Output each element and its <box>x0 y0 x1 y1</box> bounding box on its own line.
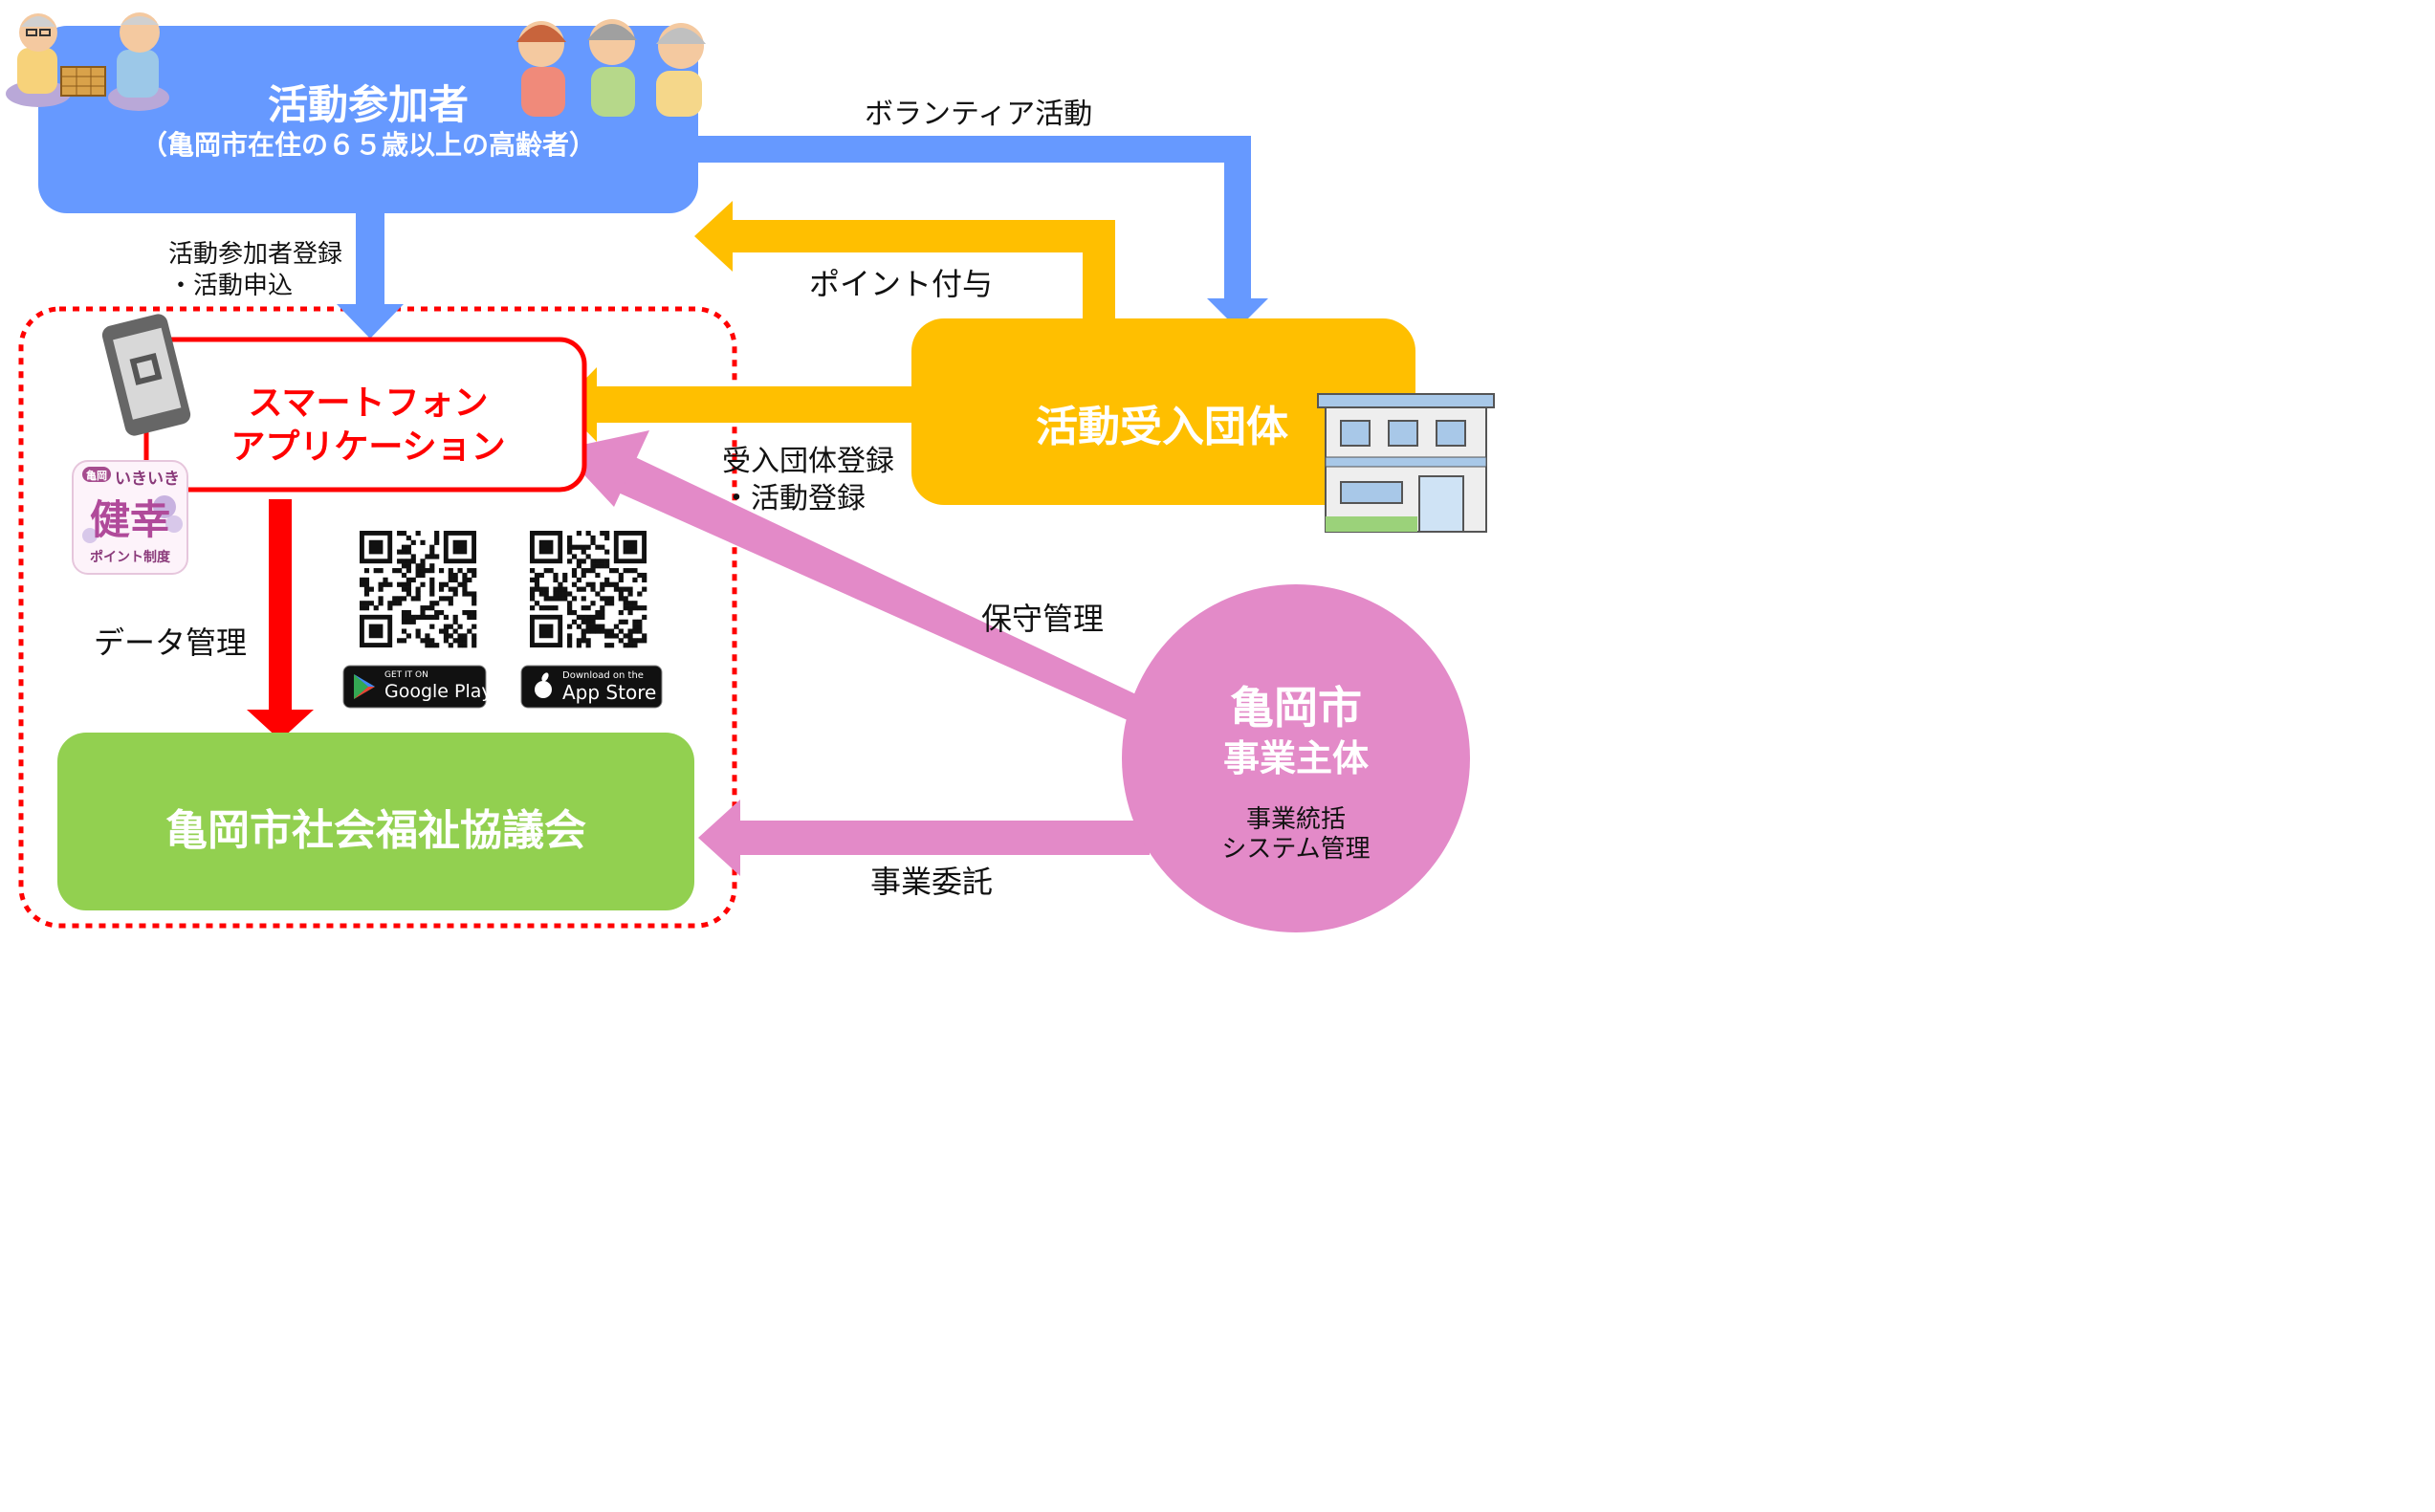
app-store-small-text[interactable]: Download on the <box>562 670 644 681</box>
city-role: 事業主体 <box>1222 737 1369 779</box>
participants-subtitle: （亀岡市在住の６５歳以上の高齢者） <box>140 129 596 161</box>
participants-title: 活動参加者 <box>267 81 469 128</box>
label-volunteer: ボランティア活動 <box>865 98 1093 131</box>
qr-code-apple <box>530 531 647 648</box>
google-play-small-text[interactable]: GET IT ON <box>384 670 428 680</box>
logo-top: いきいき <box>115 470 180 489</box>
label-registration-1: 活動参加者登録 <box>168 240 343 269</box>
apple-icon <box>535 672 552 698</box>
elderly-women-illustration <box>516 19 706 117</box>
app-store-badge <box>520 665 663 709</box>
logo-bottom: ポイント制度 <box>90 550 170 565</box>
city-circle <box>1122 584 1470 932</box>
city-duty-1: 事業統括 <box>1245 805 1346 834</box>
app-store-large-text[interactable]: App Store <box>562 681 657 704</box>
logo-main: 健幸 <box>89 496 170 543</box>
organization-box <box>911 318 1415 505</box>
logo-badge: 亀岡 <box>86 470 107 482</box>
diagram-shapes <box>6 12 1495 932</box>
org-registration-arrow <box>560 367 918 442</box>
system-boundary <box>18 306 737 929</box>
smartphone-icon <box>101 314 191 436</box>
label-points: ポイント付与 <box>809 266 994 302</box>
label-registration-2: ・活動申込 <box>168 272 294 300</box>
building-icon <box>1317 393 1495 533</box>
commission-arrow <box>698 800 1150 876</box>
elderly-shogi-illustration <box>6 12 169 111</box>
council-box <box>57 733 694 910</box>
label-data-management: データ管理 <box>94 625 248 661</box>
data-management-arrow <box>247 499 314 740</box>
organization-title: 活動受入団体 <box>1036 403 1288 451</box>
points-arrow <box>694 201 1115 321</box>
diagram-canvas: 活動参加者 （亀岡市在住の６５歳以上の高齢者） 活動受入団体 スマートフォン ア… <box>0 0 1500 932</box>
council-title: 亀岡市社会福祉協議会 <box>165 806 586 855</box>
label-org-registration-1: 受入団体登録 <box>722 445 894 478</box>
app-title-line1: スマートフォン <box>248 383 489 423</box>
label-maintenance: 保守管理 <box>981 601 1105 637</box>
app-title-line2: アプリケーション <box>230 427 506 467</box>
qr-code-google <box>360 531 477 648</box>
logo-tile <box>72 460 188 575</box>
city-title: 亀岡市 <box>1230 682 1362 734</box>
volunteer-arrow <box>698 136 1268 329</box>
google-play-icon <box>354 674 375 699</box>
city-duty-2: システム管理 <box>1221 835 1371 864</box>
label-org-registration-2: ・活動登録 <box>722 482 866 515</box>
google-play-large-text[interactable]: Google Play <box>384 681 493 702</box>
registration-arrow <box>337 212 404 339</box>
google-play-badge <box>342 665 487 709</box>
label-commission: 事業委託 <box>870 864 994 900</box>
